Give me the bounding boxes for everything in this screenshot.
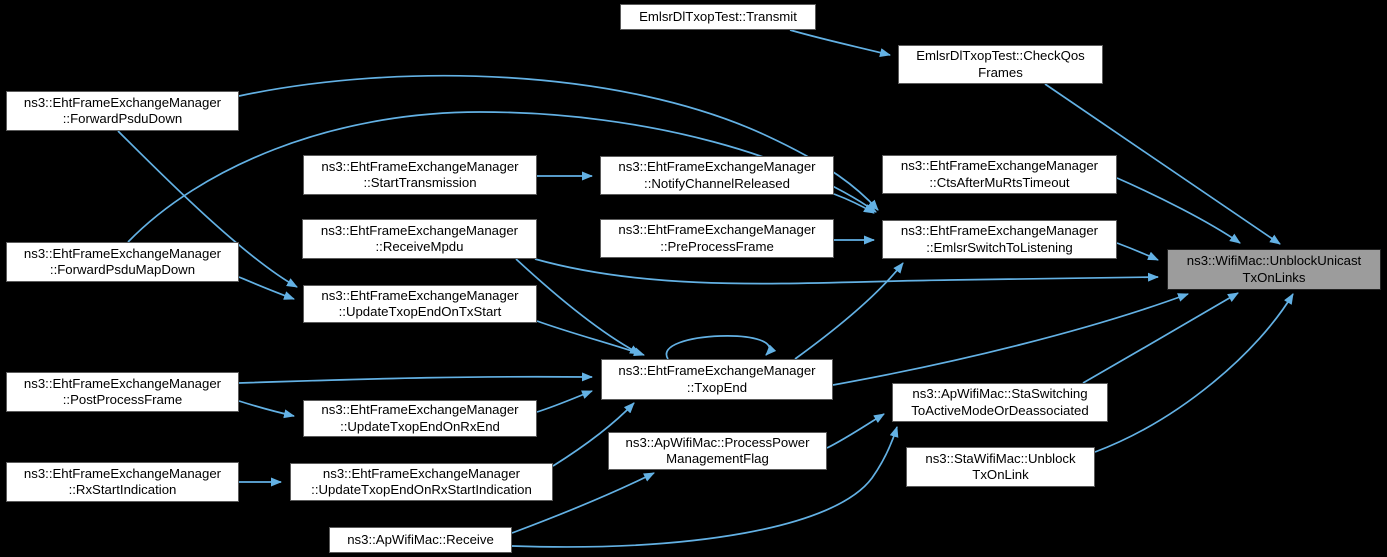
- edge-apreceive-ppmflag: [511, 472, 655, 534]
- node-post-process-frame[interactable]: ns3::EhtFrameExchangeManager ::PostProce…: [6, 372, 239, 412]
- node-receive-mpdu[interactable]: ns3::EhtFrameExchangeManager ::ReceiveMp…: [302, 219, 537, 259]
- edge-postprocess-updaterxend: [238, 400, 295, 419]
- edge-staswitching-target: [1082, 292, 1239, 384]
- node-pre-process-frame[interactable]: ns3::EhtFrameExchangeManager ::PreProces…: [600, 219, 834, 258]
- edge-transmit-checkqos: [789, 29, 891, 57]
- node-update-txop-end-on-rx-end[interactable]: ns3::EhtFrameExchangeManager ::UpdateTxo…: [303, 400, 537, 437]
- edge-txopend-target: [832, 293, 1189, 386]
- edge-ctsaftermurts-target: [1116, 177, 1241, 244]
- edge-forwardpsdumapdown-updatetxstart: [238, 276, 295, 300]
- edge-ppmflag-staswitching: [826, 413, 885, 449]
- edge-txopend-self-loop: [665, 335, 777, 360]
- edge-receivempdu-target: [534, 258, 1159, 285]
- node-notify-channel-released[interactable]: ns3::EhtFrameExchangeManager ::NotifyCha…: [600, 156, 834, 195]
- node-rx-start-indication[interactable]: ns3::EhtFrameExchangeManager ::RxStartIn…: [6, 462, 239, 502]
- edge-checkqos-target: [1044, 83, 1281, 245]
- edge-staunblock-target: [1094, 293, 1294, 453]
- edge-receivempdu-txopend: [515, 258, 641, 355]
- node-emlsrdltxoptest-transmit[interactable]: EmlsrDlTxopTest::Transmit: [620, 4, 816, 30]
- edge-txopend-emlsrswitch: [794, 262, 904, 360]
- edge-updaterxend-txopend: [536, 390, 593, 413]
- node-emlsr-switch-to-listening[interactable]: ns3::EhtFrameExchangeManager ::EmlsrSwit…: [882, 220, 1117, 259]
- node-cts-after-mu-rts-timeout[interactable]: ns3::EhtFrameExchangeManager ::CtsAfterM…: [882, 155, 1117, 194]
- node-start-transmission[interactable]: ns3::EhtFrameExchangeManager ::StartTran…: [303, 155, 537, 195]
- node-unblock-unicast-tx-on-links: ns3::WifiMac::UnblockUnicast TxOnLinks: [1167, 249, 1381, 290]
- edge-postprocess-txopend: [238, 372, 593, 384]
- node-txop-end[interactable]: ns3::EhtFrameExchangeManager ::TxopEnd: [601, 359, 833, 400]
- edge-notifychannel-emlsrswitch: [833, 193, 875, 214]
- node-ap-wifi-mac-receive[interactable]: ns3::ApWifiMac::Receive: [329, 527, 512, 553]
- node-sta-switching-to-active-mode-or-deassociated[interactable]: ns3::ApWifiMac::StaSwitching ToActiveMod…: [892, 383, 1108, 422]
- edge-emlsrswitch-target: [1116, 242, 1159, 261]
- node-update-txop-end-on-rx-start-indication[interactable]: ns3::EhtFrameExchangeManager ::UpdateTxo…: [290, 463, 553, 501]
- edge-updatetxstart-txopend: [536, 320, 645, 357]
- node-process-power-management-flag[interactable]: ns3::ApWifiMac::ProcessPower ManagementF…: [608, 432, 827, 470]
- edge-forwardpsdudown-updatetxstart: [117, 130, 298, 288]
- edge-forwardpsdudown-emlsrswitch: [238, 74, 879, 211]
- edge-apreceive-staswitching: [511, 426, 899, 548]
- node-forward-psdu-map-down[interactable]: ns3::EhtFrameExchangeManager ::ForwardPs…: [6, 242, 239, 282]
- node-emlsrdltxoptest-checkqosframes[interactable]: EmlsrDlTxopTest::CheckQos Frames: [898, 45, 1103, 84]
- edge-updaterxstartind-txopend: [552, 402, 635, 467]
- node-forward-psdu-down[interactable]: ns3::EhtFrameExchangeManager ::ForwardPs…: [6, 91, 239, 131]
- node-sta-unblock-tx-on-link[interactable]: ns3::StaWifiMac::Unblock TxOnLink: [906, 447, 1095, 487]
- node-update-txop-end-on-tx-start[interactable]: ns3::EhtFrameExchangeManager ::UpdateTxo…: [303, 285, 537, 323]
